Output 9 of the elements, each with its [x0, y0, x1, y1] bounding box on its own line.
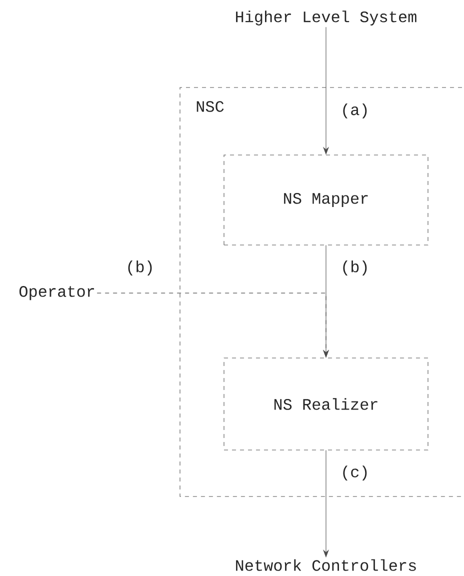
edge-label: (a): [339, 102, 371, 120]
system-label: Operator: [19, 286, 94, 300]
system-label: Higher Level System: [236, 10, 416, 26]
system-label: Network Controllers: [236, 559, 416, 571]
component-box: NS Realizer: [224, 358, 428, 450]
edge-label: (b): [124, 259, 156, 277]
edge-label: (c): [339, 464, 371, 482]
edge-label: (b): [339, 259, 371, 277]
component-box: NS Mapper: [224, 154, 428, 246]
